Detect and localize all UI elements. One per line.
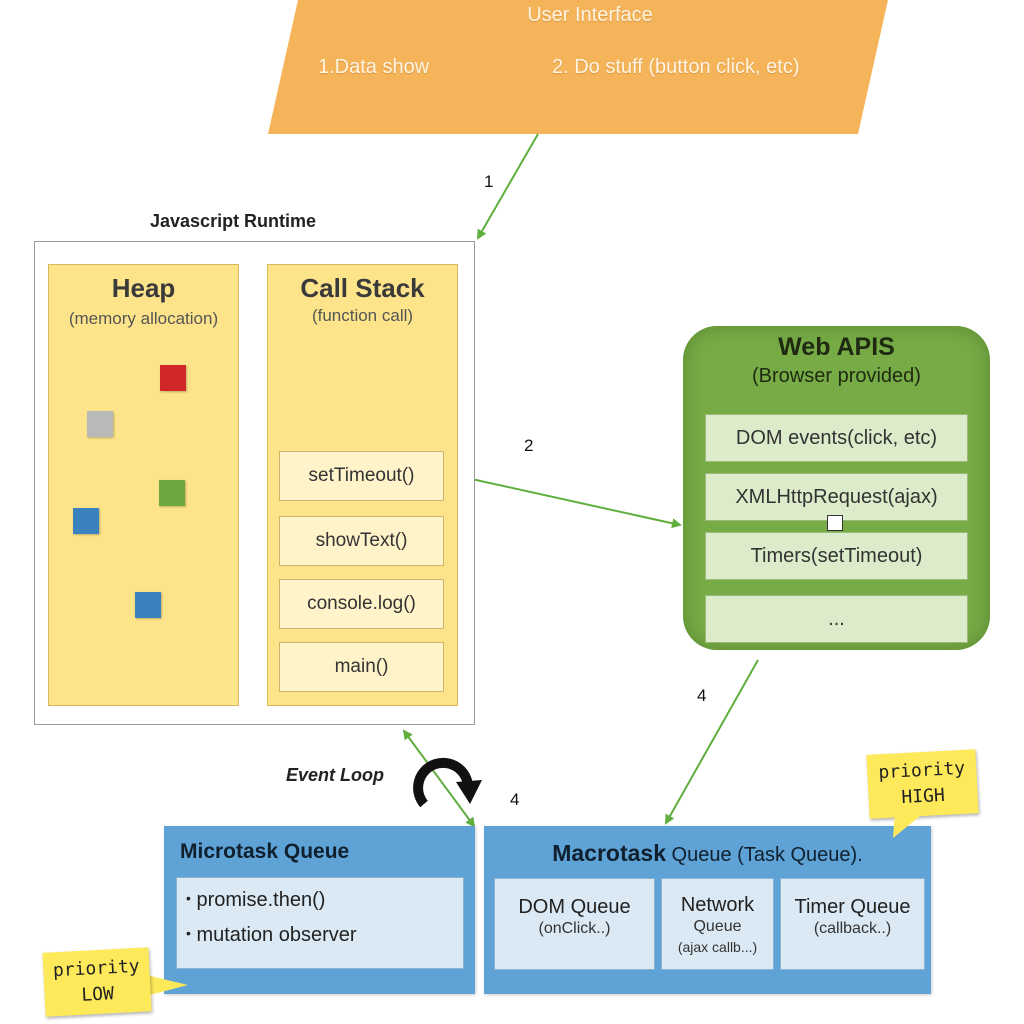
- heap-object-red: [160, 365, 186, 391]
- web-api-connector-port: [827, 515, 843, 531]
- bullet-icon: •: [186, 925, 191, 941]
- priority-low-line1: priority: [52, 955, 141, 982]
- dom-queue-name: DOM Queue: [518, 896, 631, 918]
- stack-frame-settimeout: setTimeout(): [279, 451, 444, 501]
- stack-frame-main: main(): [279, 642, 444, 692]
- step-label-1: 1: [484, 172, 494, 191]
- web-api-xmlhttprequest: XMLHttpRequest(ajax): [705, 473, 968, 521]
- priority-low-pointer: [146, 975, 188, 996]
- macrotask-title-rest: Queue (Task Queue).: [666, 844, 863, 866]
- timer-queue-name: Timer Queue: [794, 896, 911, 918]
- heap-panel: [48, 264, 239, 706]
- ui-item-do-stuff: 2. Do stuff (button click, etc): [552, 56, 800, 78]
- step-label-2: 2: [524, 436, 534, 455]
- web-apis-title: Web APIS: [778, 333, 895, 361]
- event-loop-icon: [413, 757, 482, 808]
- network-queue-name: Network: [680, 894, 755, 916]
- web-api-dom-events: DOM events(click, etc): [705, 414, 968, 462]
- dom-queue: DOM Queue (onClick..): [494, 878, 655, 970]
- call-stack-title: Call Stack: [300, 273, 425, 303]
- web-api-timers: Timers(setTimeout): [705, 532, 968, 580]
- timer-queue: Timer Queue (callback..): [780, 878, 925, 970]
- heap-object-gray: [87, 411, 113, 437]
- microtask-item-promise: • promise.then(): [186, 889, 325, 912]
- microtask-item-label: mutation observer: [196, 924, 357, 946]
- step-label-4-webapi: 4: [697, 686, 707, 705]
- microtask-queue-title: Microtask Queue: [180, 840, 350, 863]
- macrotask-queue-title: Macrotask Queue (Task Queue).: [484, 840, 931, 867]
- web-api-more: ...: [705, 595, 968, 643]
- priority-low-line2: LOW: [80, 983, 115, 1006]
- network-queue-name2: Queue: [693, 918, 742, 935]
- heap-object-blue-2: [135, 592, 161, 618]
- step-label-4-queue: 4: [510, 790, 520, 809]
- network-queue-sub: (ajax callb...): [677, 939, 758, 955]
- user-interface-title: User Interface: [527, 4, 653, 26]
- microtask-list: [176, 877, 464, 969]
- ui-item-data-show: 1.Data show: [318, 56, 430, 78]
- timer-queue-sub: (callback..): [813, 920, 892, 937]
- heap-object-green: [159, 480, 185, 506]
- macrotask-title-bold: Macrotask: [552, 840, 666, 866]
- dom-queue-sub: (onClick..): [538, 920, 611, 937]
- event-loop-label: Event Loop: [286, 765, 384, 785]
- call-stack-subtitle: (function call): [311, 306, 414, 325]
- web-apis-subtitle: (Browser provided): [752, 365, 921, 387]
- heap-subtitle: (memory allocation): [68, 309, 219, 328]
- arrow-webapis-to-macrotask: [665, 659, 759, 825]
- user-interface-shape: [268, 0, 888, 134]
- microtask-item-label: promise.then(): [196, 889, 326, 911]
- stack-frame-console-log: console.log(): [279, 579, 444, 629]
- microtask-item-mutation: • mutation observer: [186, 924, 357, 947]
- network-queue: Network Queue (ajax callb...): [661, 878, 774, 970]
- bullet-icon: •: [186, 890, 191, 906]
- priority-low-note: priority LOW: [42, 947, 152, 1017]
- arrow-stack-to-webapis: [457, 475, 682, 529]
- stack-frame-showtext: showText(): [279, 516, 444, 566]
- heap-title: Heap: [111, 273, 176, 303]
- runtime-title: Javascript Runtime: [150, 211, 317, 231]
- priority-high-pointer: [893, 812, 925, 838]
- heap-object-blue-1: [73, 508, 99, 534]
- arrow-queue-to-runtime: [402, 729, 476, 828]
- arrow-ui-to-runtime: [477, 133, 539, 240]
